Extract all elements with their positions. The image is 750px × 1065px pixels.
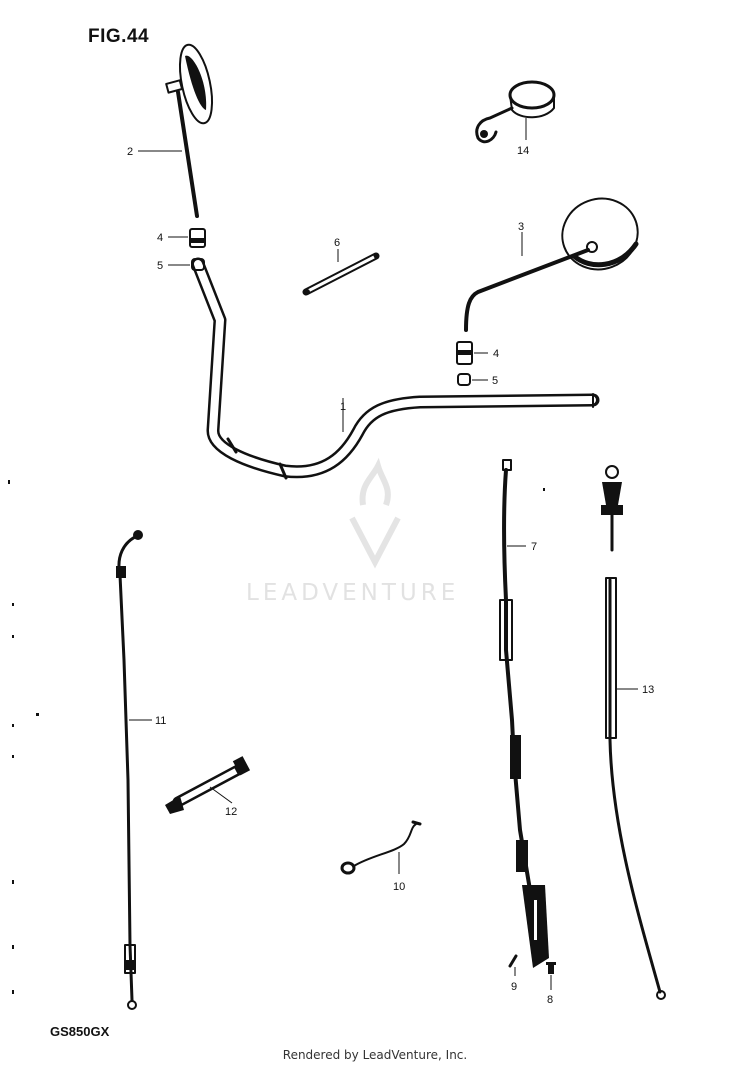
throttle-cable-part[interactable] bbox=[499, 459, 549, 968]
callout-9: 9 bbox=[511, 981, 517, 993]
handlebar-part[interactable] bbox=[191, 257, 600, 480]
callout-1: 1 bbox=[340, 401, 346, 413]
watermark-logo bbox=[349, 457, 401, 569]
cord-part-10[interactable] bbox=[340, 820, 422, 875]
switch-assembly-part[interactable] bbox=[475, 80, 556, 144]
mirror-nut-right[interactable] bbox=[457, 373, 471, 386]
callout-5b: 5 bbox=[492, 375, 498, 387]
callout-4a: 4 bbox=[157, 232, 163, 244]
callout-14: 14 bbox=[517, 145, 529, 157]
callout-5a: 5 bbox=[157, 260, 163, 272]
callout-12: 12 bbox=[225, 806, 237, 818]
strap-part-6[interactable] bbox=[302, 252, 380, 296]
callout-2: 2 bbox=[127, 146, 133, 158]
callout-8: 8 bbox=[547, 994, 553, 1006]
left-mirror-part[interactable] bbox=[165, 42, 218, 218]
callout-7: 7 bbox=[531, 541, 537, 553]
callout-11: 11 bbox=[155, 715, 166, 727]
callouts: 2 4 5 6 3 4 5 1 14 7 13 11 12 10 9 8 bbox=[127, 145, 654, 1006]
fig-title: FIG.44 bbox=[88, 26, 150, 47]
callout-4b: 4 bbox=[493, 348, 499, 360]
choke-cable-part[interactable] bbox=[601, 465, 666, 1000]
rendered-by-footer: Rendered by LeadVenture, Inc. bbox=[282, 1048, 468, 1062]
clutch-cable-part[interactable] bbox=[116, 530, 143, 1010]
washer-part-9[interactable] bbox=[508, 954, 518, 968]
model-code: GS850GX bbox=[50, 1024, 110, 1039]
callout-3: 3 bbox=[518, 221, 524, 233]
right-mirror-part[interactable] bbox=[464, 188, 648, 332]
mirror-adapter-left[interactable] bbox=[189, 228, 206, 248]
strap-part-12[interactable] bbox=[165, 756, 251, 814]
mirror-adapter-right[interactable] bbox=[456, 341, 473, 365]
watermark-text: LEADVENTURE bbox=[246, 580, 460, 606]
screw-part-8[interactable] bbox=[546, 962, 556, 974]
callout-6: 6 bbox=[334, 237, 340, 249]
mirror-nut-left[interactable] bbox=[191, 258, 205, 271]
callout-13: 13 bbox=[642, 684, 654, 696]
callout-10: 10 bbox=[393, 881, 405, 893]
leader-lines bbox=[129, 118, 638, 990]
scan-specks bbox=[8, 480, 545, 994]
